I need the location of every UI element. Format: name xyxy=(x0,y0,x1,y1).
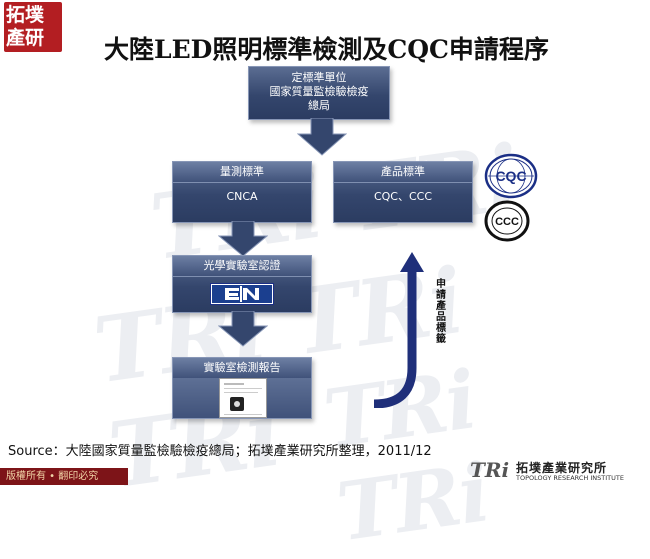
authority-box: 定標準單位 國家質量監檢驗檢疫 總局 xyxy=(248,66,390,120)
footer-brand: TRi 拓墣產業研究所 TOPOLOGY RESEARCH INSTITUTE xyxy=(470,458,648,483)
authority-title: 定標準單位 xyxy=(291,71,347,84)
product-standard-body: CQC、CCC xyxy=(373,190,433,203)
brand-name-en: TOPOLOGY RESEARCH INSTITUTE xyxy=(516,474,624,482)
measurement-standard-title: 量測標準 xyxy=(173,162,311,183)
report-document-icon xyxy=(219,378,267,418)
en-certification-badge xyxy=(210,283,274,305)
ccc-mark-icon: CCC xyxy=(484,200,530,242)
cqc-mark-text: CQC xyxy=(495,168,526,184)
lab-down-arrow xyxy=(218,311,268,347)
optical-lab-certification-box: 光學實驗室認證 xyxy=(172,255,312,313)
apply-up-arrow xyxy=(373,252,424,408)
lab-test-report-box: 實驗室檢測報告 xyxy=(172,357,312,419)
optical-lab-certification-title: 光學實驗室認證 xyxy=(173,256,311,277)
lab-test-report-title: 實驗室檢測報告 xyxy=(173,358,311,378)
authority-body-line2: 總局 xyxy=(308,99,330,112)
measurement-standard-box: 量測標準 CNCA xyxy=(172,161,312,223)
source-note: Source：大陸國家質量監檢驗檢疫總局；拓墣產業研究所整理，2011/12 xyxy=(8,444,432,459)
authority-down-arrow xyxy=(297,118,347,156)
apply-label: 申請產品標籤 xyxy=(436,279,446,345)
cqc-mark-icon: CQC xyxy=(484,153,538,199)
en-logo-icon xyxy=(212,285,272,303)
ccc-mark-text: CCC xyxy=(495,216,519,228)
brand-logo: 拓墣 產研 xyxy=(4,2,62,52)
page-title: 大陸LED照明標準檢測及CQC申請程序 xyxy=(104,35,549,64)
authority-body-line1: 國家質量監檢驗檢疫 xyxy=(269,85,369,98)
product-standard-box: 產品標準 CQC、CCC xyxy=(333,161,473,223)
product-standard-title: 產品標準 xyxy=(334,162,472,183)
measurement-standard-body: CNCA xyxy=(226,190,258,203)
brand-name: 拓墣產業研究所 xyxy=(516,461,608,475)
measurement-down-arrow xyxy=(218,221,268,257)
copyright-bar: 版權所有 • 翻印必究 xyxy=(0,468,128,485)
brand-mark: TRi xyxy=(470,458,510,482)
